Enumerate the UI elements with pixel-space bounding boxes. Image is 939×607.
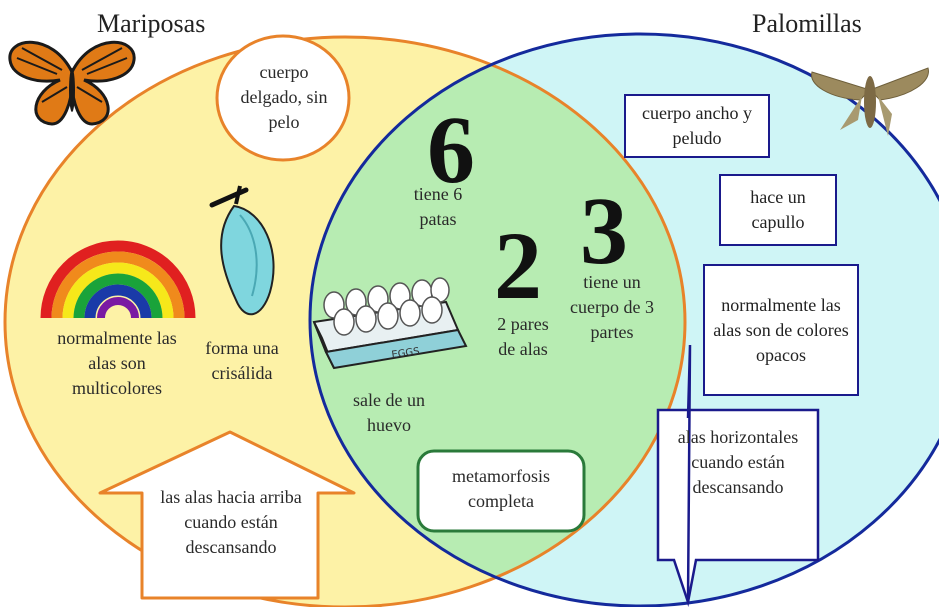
monarch-butterfly-icon: [8, 40, 136, 126]
metamorphosis-box: [416, 449, 586, 533]
note-metamorphosis: metamorfosis completa: [452, 466, 550, 511]
note-wings-horizontal-rest: alas horizontales cuando están descansan…: [677, 427, 799, 497]
number-six: 6: [427, 96, 475, 203]
note-wings-up-rest: las alas hacia arriba cuando están desca…: [160, 487, 302, 557]
chrysalis-icon: [209, 185, 275, 316]
moth-icon: [811, 67, 929, 136]
wings-up-arrow-callout: [98, 430, 356, 600]
number-two: 2: [494, 212, 542, 319]
body-circle-note: [215, 34, 351, 162]
wings-horizontal-speech-callout: [656, 408, 820, 607]
egg-carton-label: EGGS: [391, 346, 420, 361]
box-cocoon: hace un capullo: [719, 174, 837, 246]
note-three-body-parts: tiene un cuerpo de 3 partes: [570, 272, 654, 342]
note-wings-multicolor: normalmente las alas son multicolores: [57, 328, 177, 398]
egg-carton-icon: EGGS: [312, 277, 468, 370]
note-six-legs: tiene 6 patas: [413, 184, 463, 229]
butterfly-circle-outline: [3, 35, 687, 607]
note-two-pairs-wings: 2 pares de alas: [497, 314, 549, 359]
title-mariposas: Mariposas: [97, 9, 206, 38]
note-body-thin: cuerpo delgado, sin pelo: [240, 62, 328, 132]
speech-callout-pointer: [686, 344, 692, 603]
box-wings-dull: normalmente las alas son de colores opac…: [703, 264, 859, 396]
moth-circle-outline: [308, 32, 939, 607]
title-palomillas: Palomillas: [752, 9, 862, 38]
box-body-wide-hairy: cuerpo ancho y peludo: [624, 94, 770, 158]
number-three: 3: [580, 177, 628, 284]
note-from-egg: sale de un huevo: [353, 390, 425, 435]
note-chrysalis: forma una crisálida: [205, 338, 279, 383]
rainbow-icon: [40, 240, 196, 319]
